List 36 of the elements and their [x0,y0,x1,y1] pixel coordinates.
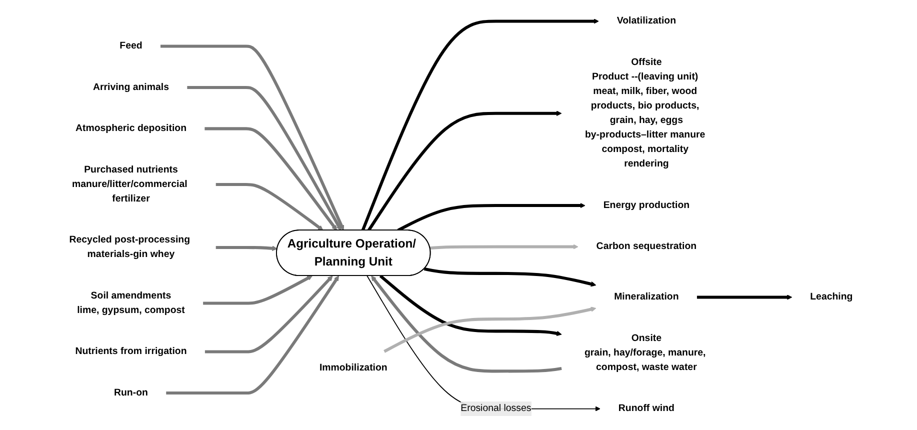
node-text: Offsite Product --(leaving unit) meat, milk, fiber, wood products, bio products, grain, hay, eggs by-products–litter manure compost, mortality rendering [584,56,706,170]
arrow [424,267,596,287]
arrow [160,44,344,231]
arrow [361,18,599,231]
arrow [216,182,324,231]
node-text: Leaching [810,292,853,302]
node-text: Runoff wind [618,403,674,414]
node-text: Carbon sequestration [596,241,697,252]
node-text: Volatilization [616,16,676,26]
node-text: Onsite grain, hay/forage, manure, compost, waste water [584,332,706,372]
arrow [397,202,586,232]
node-text: Atmospheric deposition [75,123,186,134]
node-text: Arriving animals [92,82,169,92]
arrow [187,86,342,231]
arrow [204,276,333,354]
arrow [379,274,562,336]
arrow [204,127,338,231]
node-text: Run-on [114,388,148,398]
node-text: Purchased nutrients manure/litter/commercial fertilizer [72,164,188,204]
arrow [366,275,600,412]
arrow [367,110,562,232]
node-text: Energy production [603,200,690,210]
node-text: Feed [120,40,142,52]
node-text: Recycled post-processing materials-gin whey [69,234,190,260]
arrow [203,276,312,305]
node-text: Immobilization [319,362,388,373]
arrow [166,276,339,395]
arrow [384,306,596,353]
node-text: Soil amendments lime, gypsum, compost [77,290,185,316]
node-text: Nutrients from irrigation [75,346,187,357]
edge-label: Erosional losses [460,403,532,414]
node-text: Mineralization [614,292,679,302]
arrow [216,246,278,251]
arrow [371,276,562,373]
arrow [430,244,578,250]
arrow [696,294,792,300]
